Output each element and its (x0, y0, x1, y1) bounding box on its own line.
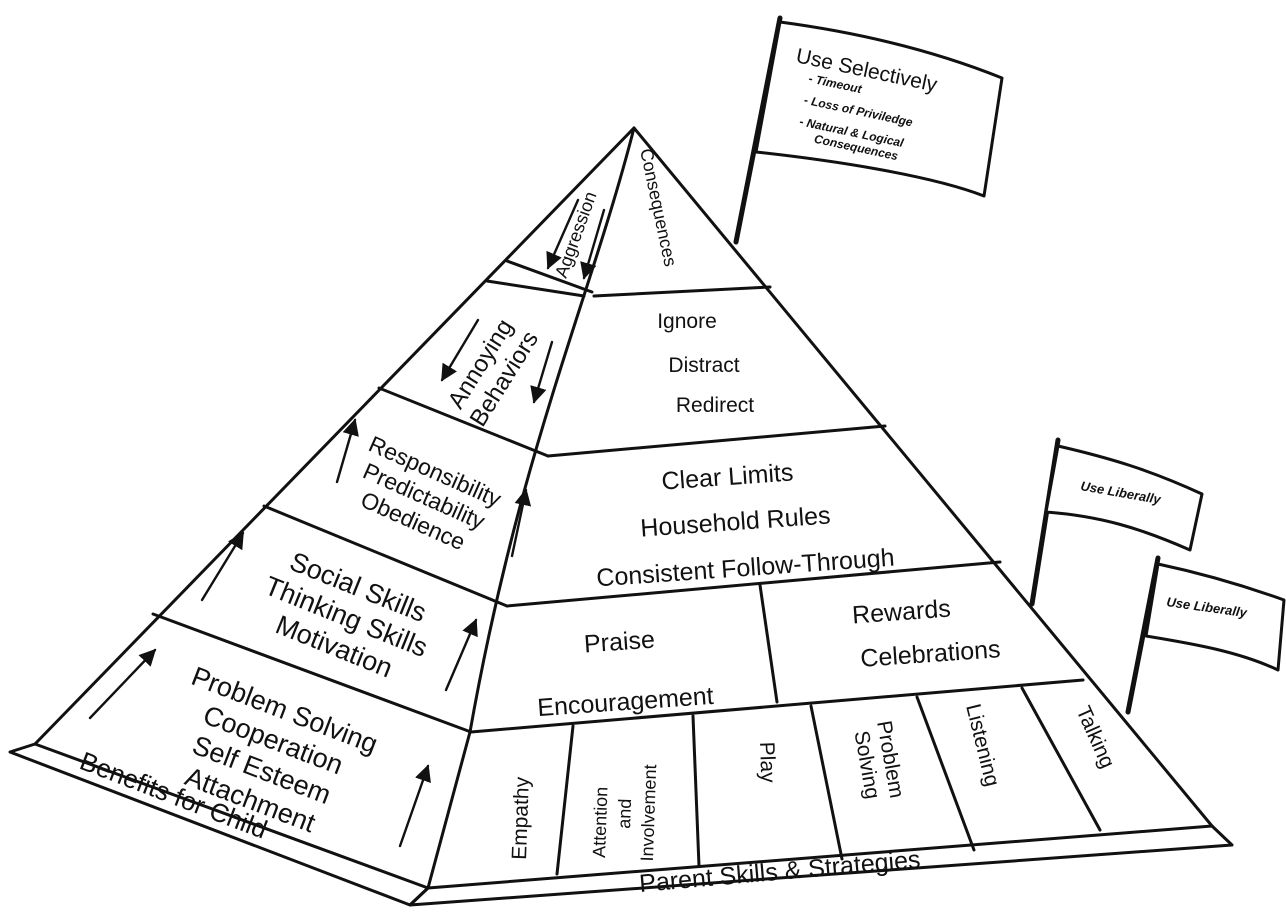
responsibility-label: Responsibility Predictability Obedience (357, 431, 506, 556)
ignore-distract-redirect-label: Ignore Distract Redirect (657, 310, 754, 417)
flag-bottom-cloth (1144, 562, 1286, 672)
left-face-labels: Aggression Annoying Behaviors Responsibi… (76, 189, 601, 845)
problem-arrow-b (398, 764, 431, 848)
flag-top-cloth (754, 20, 1004, 198)
svg-text:Ignore: Ignore (657, 310, 717, 333)
svg-text:Rewards: Rewards (851, 595, 951, 630)
annoying-arrow-b (530, 340, 554, 404)
svg-text:Household Rules: Household Rules (639, 501, 831, 542)
flag-use-selectively: Use Selectively - Timeout - Loss of Priv… (733, 15, 1004, 245)
social-arrow-a (200, 531, 245, 602)
social-arrow-b (444, 618, 478, 692)
left-face-arrows (88, 198, 606, 848)
svg-text:Praise: Praise (583, 626, 656, 659)
responsibility-arrow-b (510, 488, 532, 558)
problem-solving-cell: Problem Solving (849, 719, 908, 801)
consequences-label: Consequences (636, 147, 681, 269)
problem-arrow-a (88, 648, 157, 720)
base-right-band (408, 824, 1234, 907)
annoying-behaviors-label: Annoying Behaviors (443, 314, 544, 431)
listening-cell: Listening (961, 702, 1004, 789)
flag-middle-cloth (1044, 444, 1204, 552)
flag-use-liberally-middle: Use Liberally (1029, 437, 1204, 607)
svg-text:Involvement: Involvement (637, 764, 660, 862)
svg-text:and: and (614, 798, 635, 829)
pyramid-right-edge (632, 126, 1214, 828)
responsibility-arrow-a (335, 418, 359, 484)
svg-text:Celebrations: Celebrations (859, 635, 1001, 673)
social-skills-label: Social Skills Thinking Skills Motivation (260, 546, 431, 683)
svg-text:Encouragement: Encouragement (536, 682, 714, 722)
empathy-cell: Empathy (508, 776, 534, 860)
pyramid-ridge (468, 126, 636, 734)
svg-text:Attention: Attention (589, 786, 611, 858)
praise-encouragement-label: Praise Encouragement (536, 626, 714, 723)
aggression-arrow-a (546, 198, 580, 270)
annoying-arrow-a (440, 318, 480, 382)
attention-cell: Attention and Involvement (589, 764, 660, 862)
flag-bottom-pole (1125, 555, 1161, 715)
problem-solving-label: Problem Solving Cooperation Self Esteem … (181, 661, 382, 839)
svg-text:Redirect: Redirect (676, 394, 754, 417)
talking-cell: Talking (1071, 703, 1119, 772)
rewards-celebrations-label: Rewards Celebrations (851, 595, 1001, 673)
pyramid-ridge-base (426, 730, 472, 890)
right-face-labels: Consequences Ignore Distract Redirect Cl… (508, 147, 1119, 898)
play-cell: Play (755, 741, 779, 783)
aggression-arrow-b (580, 208, 606, 280)
left-face-tiers (151, 259, 594, 734)
clear-limits-label: Clear Limits Household Rules Consistent … (595, 458, 895, 592)
pyramid-left-edge (33, 126, 636, 746)
svg-text:Distract: Distract (668, 354, 739, 377)
flag-use-liberally-bottom: Use Liberally (1125, 555, 1286, 715)
svg-text:Clear Limits: Clear Limits (661, 458, 795, 495)
right-face-tiers (469, 285, 1102, 876)
pyramid-outline (8, 126, 1234, 907)
parent-skills-label: Parent Skills & Strategies (638, 845, 921, 897)
